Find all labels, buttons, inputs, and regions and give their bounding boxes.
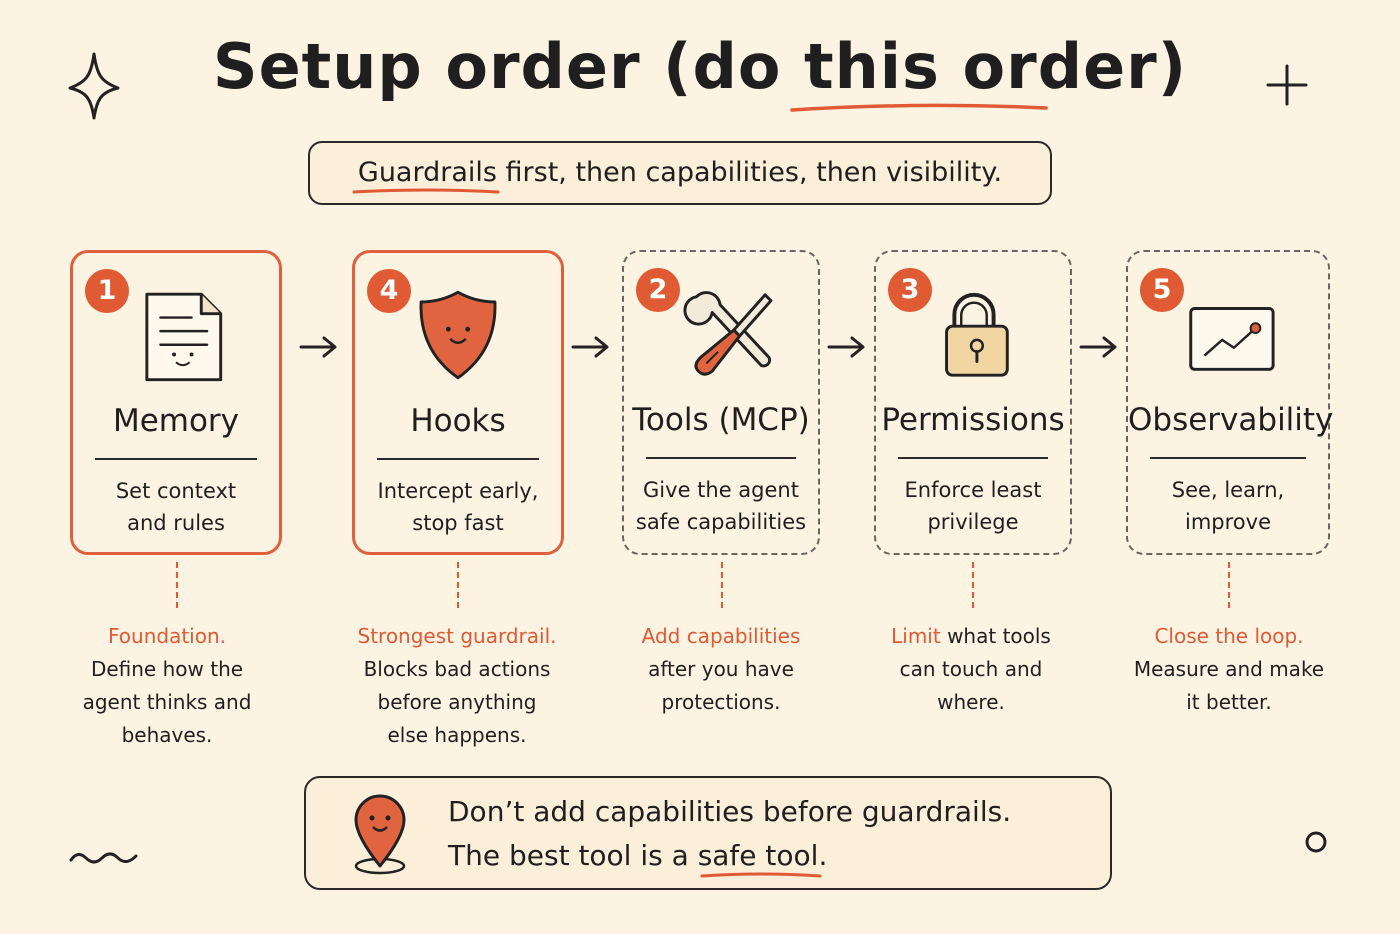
footer-line: Don’t add capabilities before guardrails… bbox=[448, 795, 1012, 828]
subtitle-underline bbox=[352, 188, 500, 194]
footer-line: The best tool is a safe tool. bbox=[448, 839, 828, 872]
tools-icon bbox=[683, 291, 773, 376]
desc-line: privilege bbox=[927, 510, 1019, 534]
step-badge: 3 bbox=[888, 268, 932, 312]
note-accent: Strongest guardrail. bbox=[357, 624, 557, 648]
note-accent-rest: what tools bbox=[940, 624, 1051, 648]
document-icon bbox=[145, 292, 223, 382]
map-pin-icon bbox=[354, 794, 406, 875]
desc-line: See, learn, bbox=[1171, 478, 1285, 502]
plus-icon bbox=[1266, 64, 1308, 106]
dashed-connector bbox=[972, 562, 974, 608]
step-note: Add capabilities after you have protecti… bbox=[606, 620, 836, 719]
step-title: Hooks bbox=[410, 403, 506, 439]
step-card-memory: 1 Memory Set context and rules bbox=[70, 250, 282, 555]
desc-line: and rules bbox=[127, 511, 225, 535]
desc-line: Intercept early, bbox=[377, 479, 539, 503]
note-accent: Add capabilities bbox=[641, 624, 801, 648]
arrow-right-icon bbox=[827, 336, 865, 358]
card-divider bbox=[95, 458, 257, 460]
footer-callout: Don’t add capabilities before guardrails… bbox=[304, 776, 1112, 890]
step-description: Intercept early, stop fast bbox=[365, 475, 551, 539]
circle-icon bbox=[1305, 831, 1327, 853]
note-line: Measure and make bbox=[1133, 657, 1325, 681]
dashed-connector bbox=[721, 562, 723, 608]
note-line: Blocks bad actions bbox=[363, 657, 551, 681]
lock-icon bbox=[945, 292, 1009, 377]
note-accent: Limit bbox=[891, 624, 941, 648]
footer-underline bbox=[700, 872, 822, 878]
step-description: Set context and rules bbox=[83, 475, 269, 539]
title-underline bbox=[790, 103, 1048, 112]
shield-icon bbox=[419, 290, 497, 380]
dashed-connector bbox=[457, 562, 459, 608]
step-badge: 1 bbox=[85, 269, 129, 313]
note-line: else happens. bbox=[387, 723, 527, 747]
step-description: Enforce least privilege bbox=[886, 474, 1060, 538]
step-note: Limit what tools can touch and where. bbox=[856, 620, 1086, 719]
desc-line: Give the agent bbox=[643, 478, 799, 502]
note-line: behaves. bbox=[121, 723, 213, 747]
card-divider bbox=[377, 458, 539, 460]
note-line: before anything bbox=[377, 690, 537, 714]
note-line: agent thinks and bbox=[82, 690, 252, 714]
subtitle: Guardrails first, then capabilities, the… bbox=[357, 157, 1003, 188]
desc-line: Set context bbox=[115, 479, 237, 503]
note-line: after you have bbox=[648, 657, 794, 681]
note-line: where. bbox=[937, 690, 1005, 714]
step-card-observability: 5 Observability See, learn, improve bbox=[1126, 250, 1334, 555]
note-line: it better. bbox=[1186, 690, 1272, 714]
chart-icon bbox=[1189, 307, 1275, 371]
card-divider bbox=[1150, 457, 1306, 459]
card-divider bbox=[898, 457, 1048, 459]
step-badge: 2 bbox=[636, 268, 680, 312]
note-accent: Foundation. bbox=[108, 624, 226, 648]
step-badge: 4 bbox=[367, 269, 411, 313]
card-divider bbox=[646, 457, 796, 459]
note-accent: Close the loop. bbox=[1154, 624, 1304, 648]
desc-line: safe capabilities bbox=[635, 510, 807, 534]
desc-line: improve bbox=[1185, 510, 1271, 534]
step-card-permissions: 3 Permissions Enforce least privilege bbox=[874, 250, 1072, 555]
step-title: Observability bbox=[1128, 402, 1334, 438]
dashed-connector bbox=[176, 562, 178, 608]
step-badge: 5 bbox=[1140, 268, 1184, 312]
step-note: Strongest guardrail. Blocks bad actions … bbox=[342, 620, 572, 752]
squiggle-icon bbox=[69, 852, 138, 864]
dashed-connector bbox=[1228, 562, 1230, 608]
note-first-line: Limit what tools bbox=[856, 620, 1086, 653]
step-description: See, learn, improve bbox=[1138, 474, 1318, 538]
sparkle-icon bbox=[68, 52, 120, 120]
step-title: Memory bbox=[112, 403, 240, 439]
step-note: Foundation. Define how the agent thinks … bbox=[52, 620, 282, 752]
note-line: can touch and bbox=[899, 657, 1043, 681]
step-note: Close the loop. Measure and make it bett… bbox=[1114, 620, 1344, 719]
note-line: Define how the bbox=[90, 657, 244, 681]
subtitle-box: Guardrails first, then capabilities, the… bbox=[308, 141, 1052, 205]
step-title: Tools (MCP) bbox=[632, 402, 810, 438]
desc-line: stop fast bbox=[412, 511, 504, 535]
arrow-right-icon bbox=[299, 336, 337, 358]
page-title: Setup order (do this order) bbox=[212, 30, 1188, 103]
note-line: protections. bbox=[661, 690, 781, 714]
arrow-right-icon bbox=[1079, 336, 1117, 358]
arrow-right-icon bbox=[571, 336, 609, 358]
step-title: Permissions bbox=[881, 402, 1065, 438]
footer-text: Don’t add capabilities before guardrails… bbox=[448, 790, 1011, 878]
desc-line: Enforce least bbox=[904, 478, 1042, 502]
step-card-tools: 2 Tools (MCP) Give the agent safe capabi… bbox=[622, 250, 820, 555]
step-card-hooks: 4 Hooks Intercept early, stop fast bbox=[352, 250, 564, 555]
step-description: Give the agent safe capabilities bbox=[634, 474, 808, 538]
